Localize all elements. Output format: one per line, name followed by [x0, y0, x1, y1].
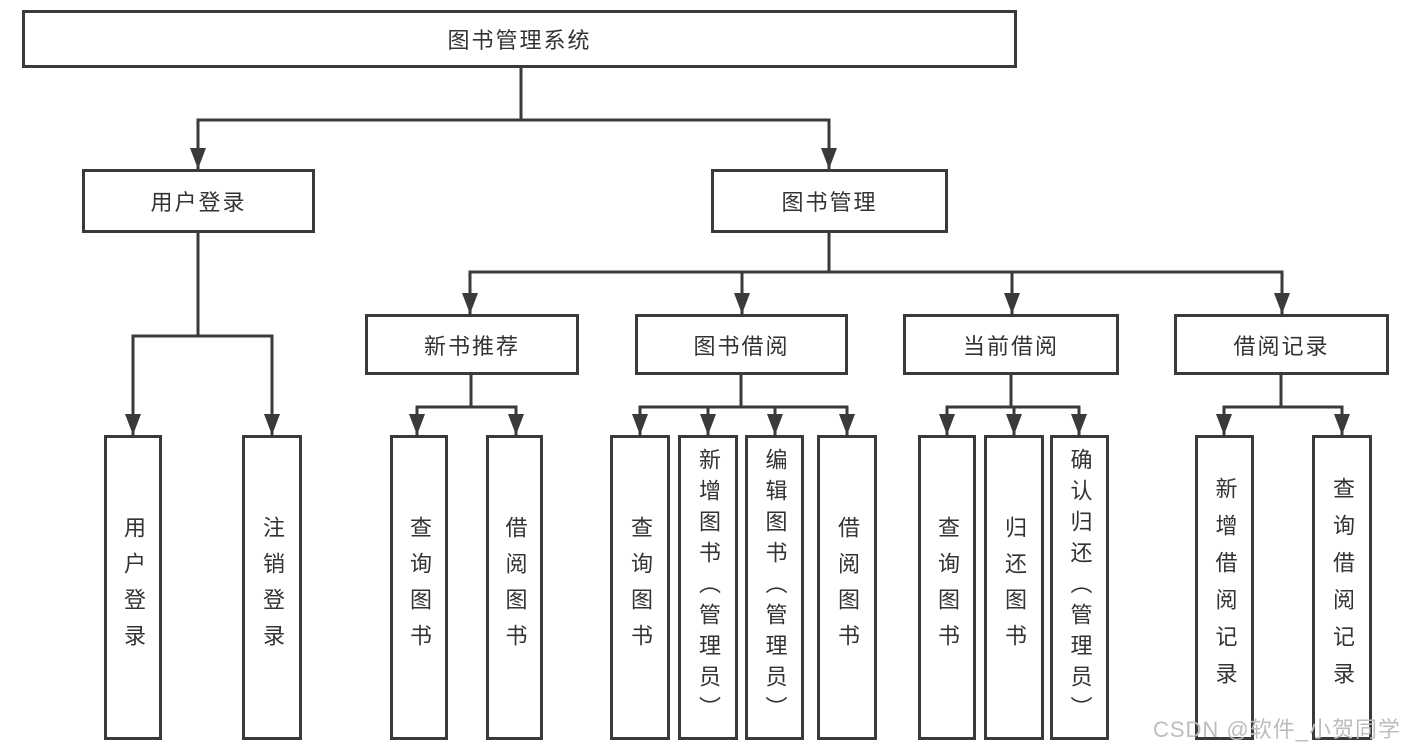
- leaf-current-confirm-return-admin-label: 确认归还（管理员）: [1067, 448, 1093, 727]
- leaf-current-confirm-return-admin: 确认归还（管理员）: [1050, 435, 1109, 740]
- node-user-login-branch-label: 用户登录: [150, 190, 247, 215]
- node-book-management-branch: 图书管理: [711, 169, 948, 233]
- node-book-borrowing-label: 图书借阅: [693, 333, 790, 359]
- node-borrow-records: 借阅记录: [1174, 314, 1389, 375]
- leaf-borrowing-query-books: 查询图书: [610, 435, 670, 740]
- node-borrow-records-label: 借阅记录: [1233, 333, 1330, 359]
- leaf-records-add-borrow-record: 新增借阅记录: [1195, 435, 1254, 740]
- node-current-borrowing: 当前借阅: [903, 314, 1119, 375]
- leaf-logout: 注销登录: [242, 435, 302, 740]
- leaf-recommend-query-books: 查询图书: [390, 435, 448, 740]
- node-current-borrowing-label: 当前借阅: [962, 333, 1059, 359]
- node-book-management-branch-label: 图书管理: [781, 190, 878, 215]
- leaf-borrowing-add-books-admin: 新增图书（管理员）: [678, 435, 738, 740]
- leaf-borrowing-add-books-admin-label: 新增图书（管理员）: [696, 448, 721, 727]
- leaf-records-query-borrow-record: 查询借阅记录: [1312, 435, 1372, 740]
- leaf-recommend-borrow-books-label: 借阅图书: [502, 515, 528, 660]
- node-system-root-label: 图书管理系统: [447, 28, 592, 53]
- leaf-user-login-label: 用户登录: [121, 515, 146, 660]
- leaf-recommend-borrow-books: 借阅图书: [486, 435, 543, 740]
- leaf-borrowing-edit-books-admin: 编辑图书（管理员）: [745, 435, 804, 740]
- connector-lines: [131, 68, 1344, 435]
- leaf-borrowing-borrow-books-label: 借阅图书: [835, 515, 860, 660]
- csdn-watermark: CSDN @软件_小贺同学: [1152, 717, 1401, 742]
- leaf-user-login: 用户登录: [104, 435, 162, 740]
- leaf-current-return-books-label: 归还图书: [1002, 515, 1027, 660]
- leaf-current-query-books-label: 查询图书: [935, 515, 960, 660]
- leaf-borrowing-edit-books-admin-label: 编辑图书（管理员）: [762, 448, 788, 727]
- leaf-records-query-borrow-record-label: 查询借阅记录: [1330, 476, 1355, 699]
- node-user-login-branch: 用户登录: [82, 169, 315, 233]
- node-new-book-recommend-label: 新书推荐: [423, 333, 520, 359]
- node-new-book-recommend: 新书推荐: [365, 314, 579, 375]
- leaf-recommend-query-books-label: 查询图书: [407, 515, 432, 660]
- leaf-current-return-books: 归还图书: [984, 435, 1044, 740]
- node-book-borrowing: 图书借阅: [635, 314, 848, 375]
- leaf-current-query-books: 查询图书: [918, 435, 976, 740]
- leaf-logout-label: 注销登录: [260, 515, 285, 660]
- node-system-root: 图书管理系统: [22, 10, 1017, 68]
- leaf-records-add-borrow-record-label: 新增借阅记录: [1212, 476, 1238, 699]
- leaf-borrowing-query-books-label: 查询图书: [628, 515, 653, 660]
- leaf-borrowing-borrow-books: 借阅图书: [817, 435, 877, 740]
